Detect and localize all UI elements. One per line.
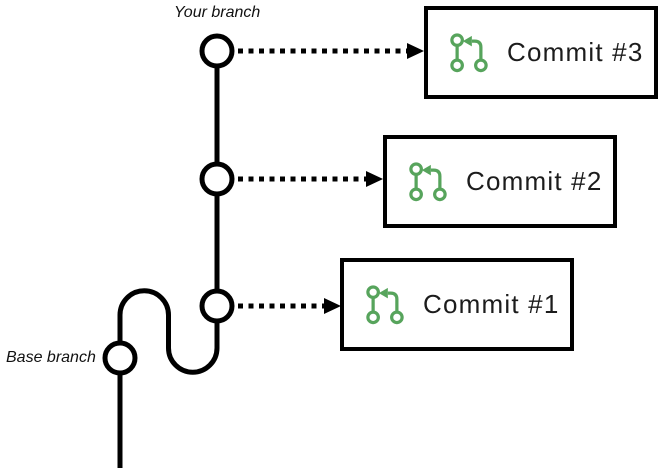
commit-node-2	[199, 161, 235, 197]
git-pull-request-icon	[450, 32, 488, 72]
arrow-to-commit-1	[238, 298, 341, 314]
arrow-head-icon	[407, 43, 424, 59]
base-branch-line	[117, 288, 220, 468]
base-branch-label: Base branch	[6, 349, 96, 366]
commit-node-3	[199, 33, 235, 69]
commit-box-2: Commit #2	[383, 135, 617, 228]
arrow-head-icon	[324, 298, 341, 314]
git-pull-request-icon	[409, 161, 447, 201]
commit-box-label: Commit #2	[466, 166, 603, 196]
commit-box-label: Commit #1	[423, 289, 560, 319]
your-branch-label: Your branch	[174, 4, 261, 21]
base-branch-node	[102, 340, 138, 376]
commit-box-3: Commit #3	[424, 6, 658, 99]
arrow-to-commit-2	[238, 171, 383, 187]
arrow-to-commit-3	[238, 43, 424, 59]
commit-node-1	[199, 288, 235, 324]
arrow-head-icon	[366, 171, 383, 187]
commit-box-label: Commit #3	[507, 37, 644, 67]
git-pull-request-icon	[366, 284, 404, 324]
commit-box-1: Commit #1	[340, 258, 574, 351]
